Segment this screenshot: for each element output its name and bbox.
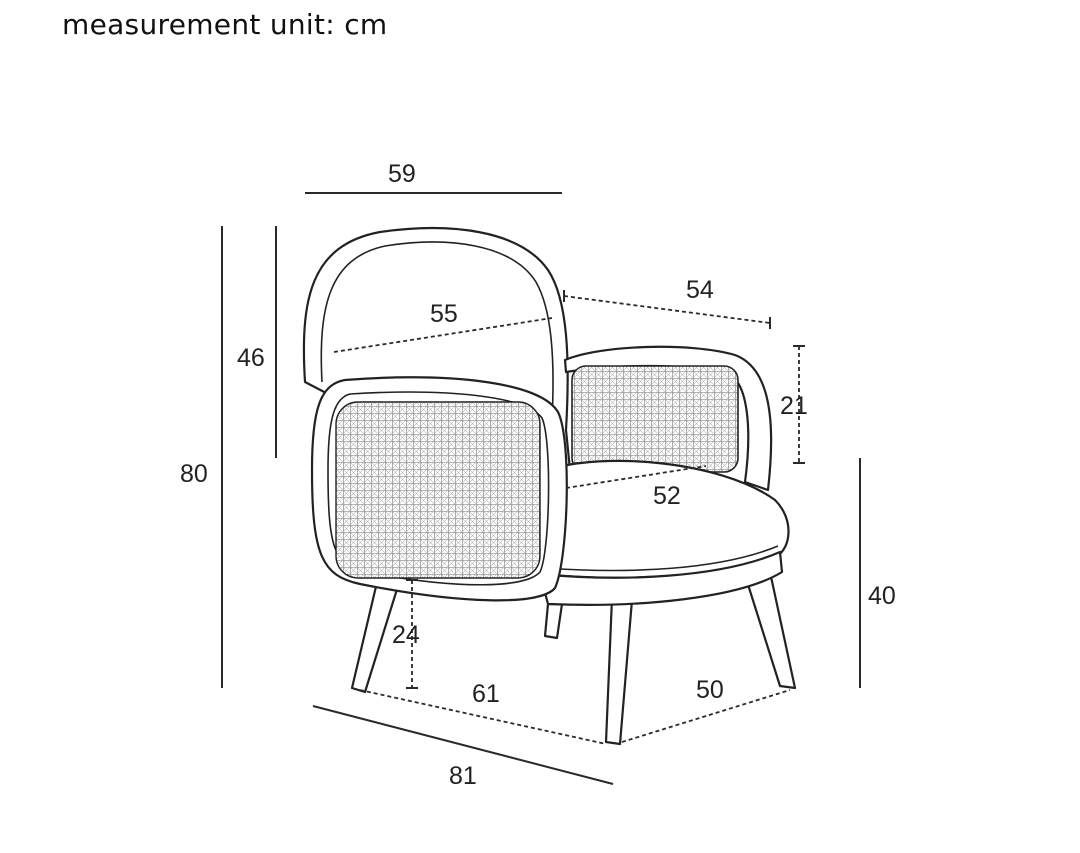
back-width-line <box>333 317 553 353</box>
leg-height-label: 24 <box>392 621 420 649</box>
back-width-label: 55 <box>430 300 458 328</box>
side-depth-line <box>621 689 791 743</box>
front-width-label: 61 <box>472 680 500 708</box>
seat-height-label: 40 <box>868 582 896 610</box>
side-depth-label: 50 <box>696 676 724 704</box>
overall-width-label: 81 <box>449 762 477 790</box>
armrest-height-label: 21 <box>780 392 808 420</box>
seat-depth-top-label: 54 <box>686 276 714 304</box>
overall-height-label: 80 <box>180 460 208 488</box>
seat-width-label: 52 <box>653 482 681 510</box>
top-width-label: 59 <box>388 160 416 188</box>
back-height-label: 46 <box>237 344 265 372</box>
chair-line-drawing-icon <box>302 227 797 746</box>
seat-depth-top-line <box>563 295 771 324</box>
seat-width-line <box>565 465 707 489</box>
overall-width-line <box>312 705 614 785</box>
measurement-unit-title: measurement unit: cm <box>62 8 388 41</box>
